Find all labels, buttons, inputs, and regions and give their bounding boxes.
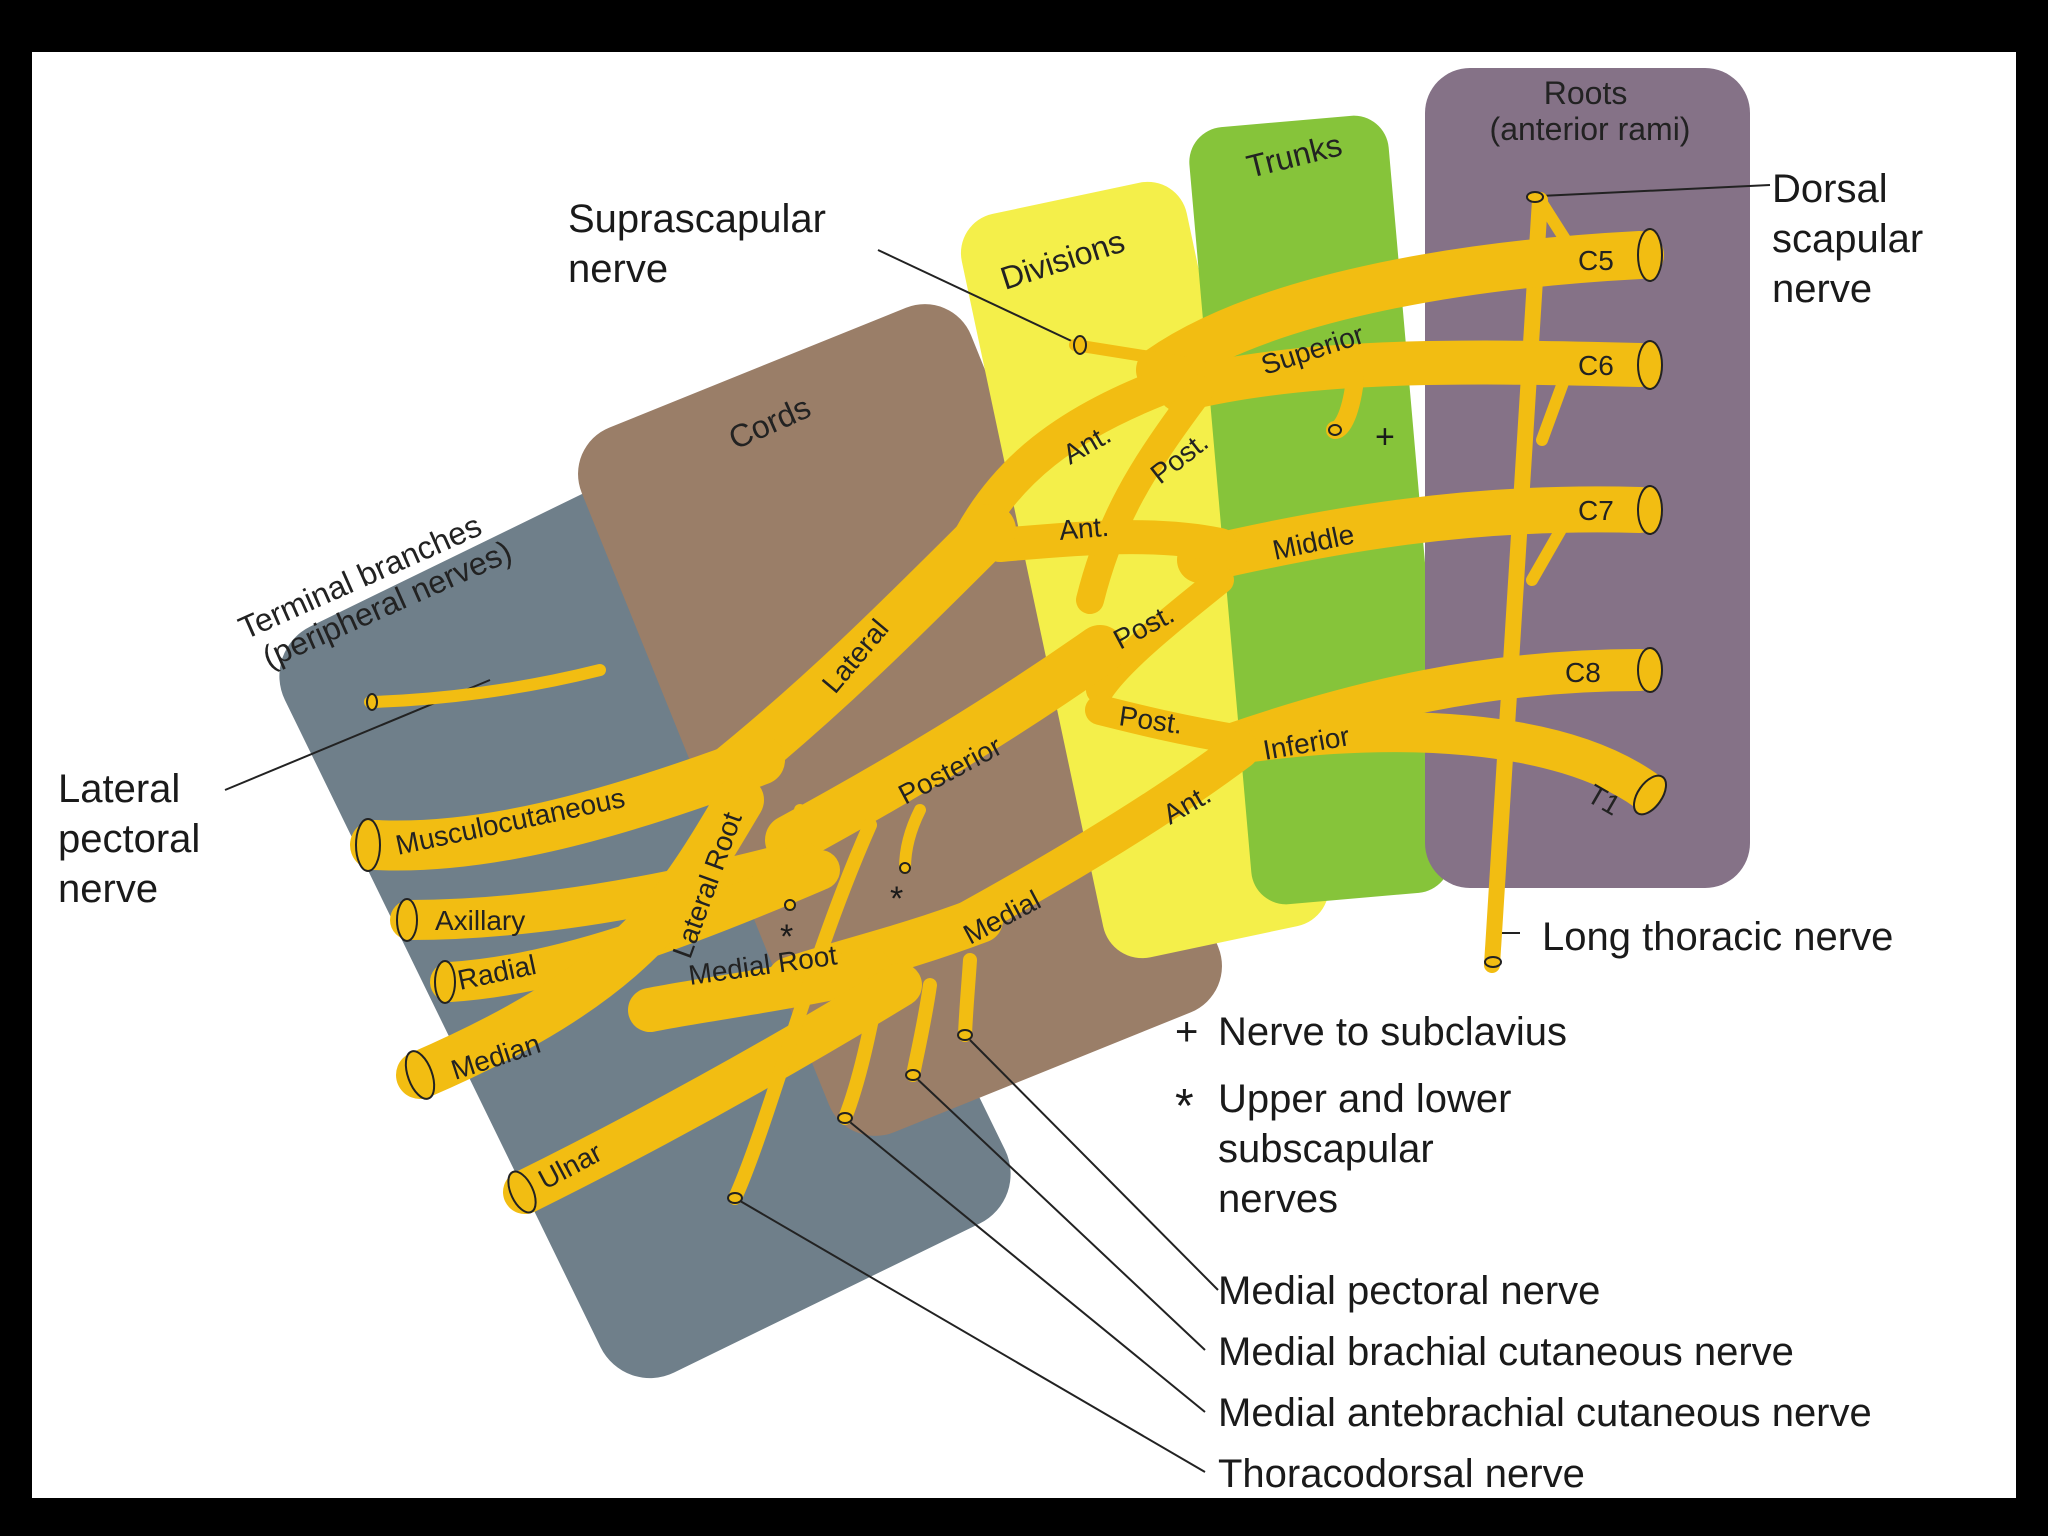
middle-anterior-division: [983, 520, 1237, 562]
c7-root: [1177, 486, 1663, 583]
c5-root: [1136, 231, 1664, 394]
suprascapular-nerve: [1069, 339, 1206, 371]
legend: + Nerve to subclavius * Upper and lower …: [1175, 1010, 1567, 1221]
medial-brachial-callout: Medial brachial cutaneous nerve: [1218, 1330, 1794, 1374]
posterior-cord: [765, 625, 1125, 865]
inferior-posterior-division: [1085, 695, 1255, 755]
medial-antebrachial-leader: [844, 1117, 1206, 1413]
legend-star-text: Upper and lower subscapular nerves: [1218, 1077, 1523, 1221]
medial-pectoral-nerve: [958, 953, 977, 1042]
medial-antebrachial-nerve: [838, 973, 887, 1125]
legend-plus-text: Nerve to subclavius: [1218, 1010, 1567, 1054]
long-thoracic-nerve: [1484, 192, 1548, 973]
division-ant-middle-label: Ant.: [1058, 511, 1110, 546]
long-thoracic-callout: Long thoracic nerve: [1542, 915, 1893, 959]
lower-subscapular-star-marker: *: [890, 880, 903, 918]
thoracodorsal-nerve: [728, 818, 877, 1205]
upper-subscapular-star-marker: *: [780, 918, 793, 956]
dorsal-scapular-callout: Dorsal scapular nerve: [1772, 167, 1934, 311]
medial-pectoral-leader: [964, 1034, 1219, 1291]
root-c6-label: C6: [1578, 350, 1614, 381]
medial-pectoral-callout: Medial pectoral nerve: [1218, 1269, 1600, 1313]
middle-posterior-division: [1086, 566, 1234, 704]
medial-brachial-nerve: [906, 978, 937, 1082]
lateral-pectoral-callout: Lateral pectoral nerve: [58, 767, 211, 911]
superior-posterior-division: [1076, 376, 1214, 614]
subclavius-plus-marker: +: [1375, 418, 1395, 456]
t1-root: [1210, 712, 1665, 810]
root-c7-label: C7: [1578, 495, 1614, 526]
thoracodorsal-leader: [734, 1197, 1206, 1473]
axillary-label: Axillary: [435, 905, 525, 936]
suprascapular-callout: Suprascapular nerve: [568, 197, 837, 291]
roots-label: Roots (anterior rami): [1490, 75, 1691, 147]
cords-zone: [578, 304, 1222, 1136]
median-nerve-lateral-root: [396, 776, 764, 1099]
upper-subscapular-nerve: [782, 804, 806, 911]
legend-plus-symbol: +: [1175, 1010, 1198, 1054]
leader-lines: [224, 184, 1771, 1473]
nerve-end-caps: [355, 191, 1667, 1214]
thoracodorsal-callout: Thoracodorsal nerve: [1218, 1452, 1585, 1496]
suprascapular-leader: [877, 249, 1081, 346]
median-nerve-medial-root: [628, 948, 892, 1032]
ulnar-nerve: [503, 963, 922, 1214]
axillary-nerve: [390, 840, 820, 940]
dorsal-scapular-leader: [1539, 184, 1771, 197]
root-c5-label: C5: [1578, 245, 1614, 276]
legend-star-symbol: *: [1175, 1080, 1194, 1133]
nerve-paths: [350, 192, 1665, 1214]
c6-root: [1158, 340, 1662, 412]
medial-antebrachial-callout: Medial antebrachial cutaneous nerve: [1218, 1391, 1872, 1435]
lateral-pectoral-nerve: [364, 664, 606, 708]
root-c8-label: C8: [1565, 657, 1601, 688]
medial-brachial-leader: [912, 1074, 1206, 1351]
musculocutaneous-nerve: [350, 735, 785, 871]
